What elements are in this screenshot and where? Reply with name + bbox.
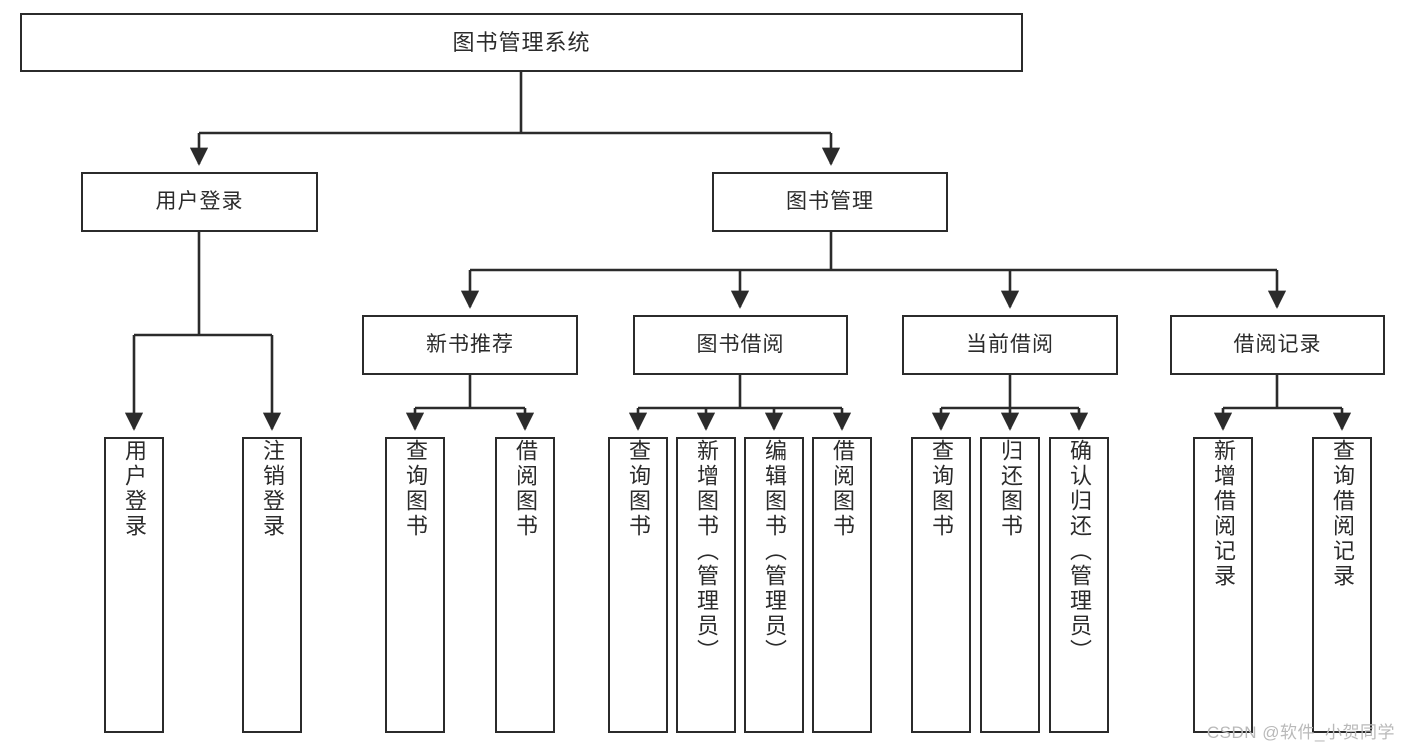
leaf-current-borrow-query[interactable]: 查询图书 <box>911 437 971 733</box>
leaf-borrow-record-add-label: 新增借阅记录 <box>1210 439 1236 589</box>
leaf-book-borrow-edit[interactable]: 编辑图书（管理员） <box>744 437 804 733</box>
leaf-borrow-record-add[interactable]: 新增借阅记录 <box>1193 437 1253 733</box>
node-book-management-label: 图书管理 <box>786 189 874 213</box>
leaf-book-borrow-borrow[interactable]: 借阅图书 <box>812 437 872 733</box>
leaf-book-borrow-query-label: 查询图书 <box>625 439 651 539</box>
leaf-borrow-record-query-label: 查询借阅记录 <box>1329 439 1355 589</box>
csdn-watermark: CSDN @软件_小贺同学 <box>1206 723 1395 742</box>
leaf-new-book-borrow[interactable]: 借阅图书 <box>495 437 555 733</box>
leaf-book-borrow-borrow-label: 借阅图书 <box>829 439 855 539</box>
node-borrow-record[interactable]: 借阅记录 <box>1170 315 1385 375</box>
node-current-borrow[interactable]: 当前借阅 <box>902 315 1118 375</box>
leaf-new-book-query[interactable]: 查询图书 <box>385 437 445 733</box>
node-user-login-label: 用户登录 <box>155 189 244 213</box>
leaf-new-book-borrow-label: 借阅图书 <box>512 439 538 539</box>
node-user-login[interactable]: 用户登录 <box>81 172 318 232</box>
leaf-book-borrow-query[interactable]: 查询图书 <box>608 437 668 733</box>
leaf-user-login-login[interactable]: 用户登录 <box>104 437 164 733</box>
node-book-borrow-label: 图书借阅 <box>696 332 785 356</box>
leaf-book-borrow-add[interactable]: 新增图书（管理员） <box>676 437 736 733</box>
node-current-borrow-label: 当前借阅 <box>966 332 1054 356</box>
leaf-current-borrow-return-label: 归还图书 <box>997 439 1023 539</box>
leaf-user-login-logout-label: 注销登录 <box>259 439 285 539</box>
node-book-borrow[interactable]: 图书借阅 <box>633 315 848 375</box>
node-new-book-recommend[interactable]: 新书推荐 <box>362 315 578 375</box>
leaf-book-borrow-edit-label: 编辑图书（管理员） <box>761 439 787 664</box>
leaf-current-borrow-confirm[interactable]: 确认归还（管理员） <box>1049 437 1109 733</box>
node-new-book-recommend-label: 新书推荐 <box>426 332 514 356</box>
node-root[interactable]: 图书管理系统 <box>20 13 1023 72</box>
node-book-management[interactable]: 图书管理 <box>712 172 948 232</box>
leaf-book-borrow-add-label: 新增图书（管理员） <box>693 439 719 664</box>
leaf-current-borrow-return[interactable]: 归还图书 <box>980 437 1040 733</box>
node-root-label: 图书管理系统 <box>452 29 591 55</box>
leaf-user-login-logout[interactable]: 注销登录 <box>242 437 302 733</box>
node-borrow-record-label: 借阅记录 <box>1233 332 1322 356</box>
leaf-current-borrow-confirm-label: 确认归还（管理员） <box>1066 439 1092 664</box>
leaf-new-book-query-label: 查询图书 <box>402 439 428 539</box>
leaf-borrow-record-query[interactable]: 查询借阅记录 <box>1312 437 1372 733</box>
leaf-current-borrow-query-label: 查询图书 <box>928 439 954 539</box>
leaf-user-login-login-label: 用户登录 <box>121 439 147 539</box>
